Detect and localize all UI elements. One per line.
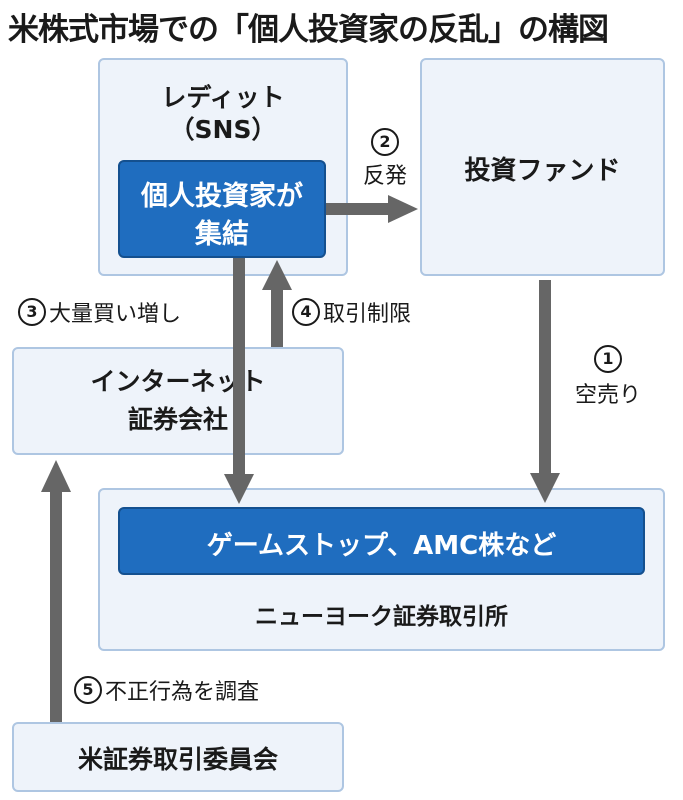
edge-text-trading-restriction: 取引制限 — [323, 302, 412, 327]
diagram-title: 米株式市場での「個人投資家の反乱」の構図 — [8, 12, 609, 48]
edge-text-mass-buying: 大量買い増し — [49, 302, 182, 327]
internet-broker-label-line2: 証券会社 — [127, 405, 228, 434]
edge-label-rebound: 2 反発 — [350, 128, 420, 190]
individual-investors-line1: 個人投資家が — [141, 181, 303, 212]
arrow-fraud-investigation — [41, 460, 71, 722]
arrow-trading-restriction — [262, 260, 292, 347]
sec-box — [12, 722, 344, 792]
edge-number-5: 5 — [74, 676, 102, 704]
edge-text-fraud-investigation: 不正行為を調査 — [105, 680, 260, 705]
investment-fund-box — [420, 58, 665, 276]
reddit-label-line2: （SNS） — [169, 115, 277, 144]
reddit-label-line1: レディット — [161, 83, 285, 112]
individual-investors-box: 個人投資家が 集結 — [118, 160, 326, 258]
edge-number-3: 3 — [18, 298, 46, 326]
arrow-mass-buying — [224, 258, 254, 504]
individual-investors-line2: 集結 — [195, 219, 249, 250]
edge-text-rebound: 反発 — [362, 164, 407, 189]
investment-fund-label: 投資ファンド — [464, 156, 621, 186]
internet-broker-box — [12, 347, 344, 455]
edge-label-short-selling: 1 空売り — [553, 345, 663, 409]
edge-text-short-selling: 空売り — [574, 383, 641, 408]
sec-label: 米証券取引委員会 — [77, 745, 278, 774]
edge-number-4: 4 — [292, 298, 320, 326]
edge-number-1: 1 — [594, 345, 622, 373]
edge-number-2: 2 — [371, 128, 399, 156]
arrow-short-selling — [530, 280, 560, 503]
arrow-rebound — [326, 195, 418, 223]
stocks-box: ゲームストップ、AMC株など — [118, 507, 645, 575]
stocks-label: ゲームストップ、AMC株など — [206, 531, 557, 561]
nyse-label: ニューヨーク証券取引所 — [255, 604, 508, 630]
